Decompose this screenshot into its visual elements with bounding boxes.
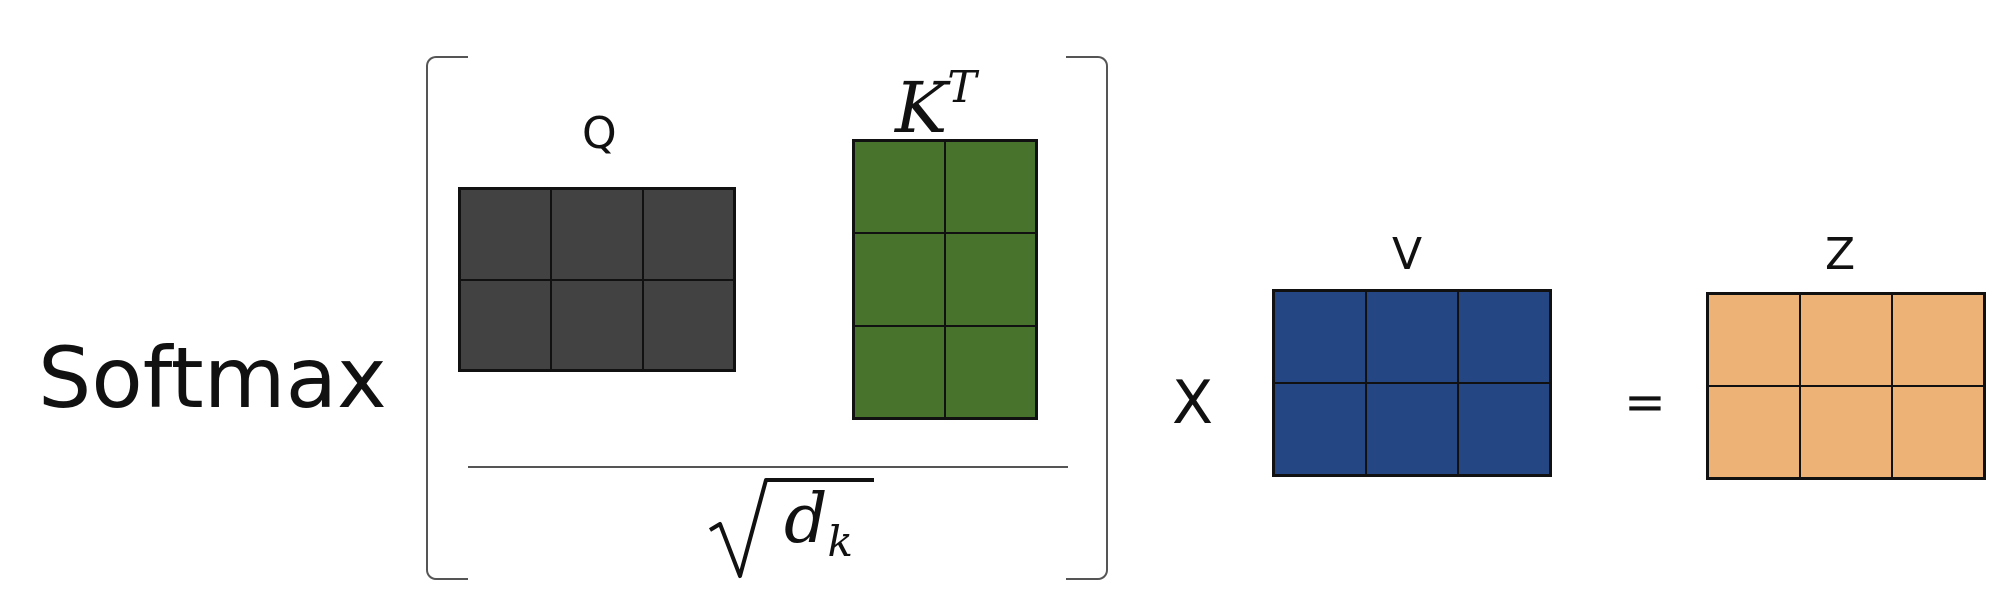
v-matrix-cell [1366,291,1458,383]
v-label: V [1392,229,1423,280]
k-matrix-cell [945,141,1036,234]
kt-matrix [852,139,1038,420]
sqrt-radical-icon [708,478,874,578]
left-bracket [426,56,468,580]
q-matrix-cell [460,279,552,370]
equals-sign: = [1624,373,1666,431]
kt-label: KT [895,48,977,148]
v-matrix-cell [1458,291,1550,383]
fraction-bar [468,466,1068,468]
q-matrix-cell [642,279,734,370]
q-matrix-cell [642,189,734,280]
q-matrix-cell [551,189,643,280]
z-matrix-cell [1800,386,1892,478]
dk-base: d [784,480,828,559]
kt-label-base: K [895,67,948,149]
softmax-label: Softmax [38,329,387,427]
q-label: Q [582,108,617,159]
z-matrix-cell [1708,386,1800,478]
v-matrix [1272,289,1552,477]
z-label: Z [1825,229,1856,280]
z-matrix [1706,292,1986,480]
q-matrix-cell [460,189,552,280]
z-matrix-cell [1892,294,1984,386]
v-matrix-cell [1274,291,1366,383]
z-matrix-cell [1892,386,1984,478]
q-matrix [458,187,736,372]
dk-label: dk [784,482,853,580]
k-matrix-cell [854,325,945,418]
k-matrix-cell [854,141,945,234]
z-matrix-cell [1708,294,1800,386]
sqrt-dk: dk [706,472,886,584]
v-matrix-cell [1458,383,1550,475]
v-matrix-cell [1366,383,1458,475]
right-bracket [1066,56,1108,580]
multiply-sign: X [1172,368,1214,438]
k-matrix-cell [945,325,1036,418]
q-matrix-cell [551,279,643,370]
v-matrix-cell [1274,383,1366,475]
kt-label-sup: T [947,62,977,113]
z-matrix-cell [1800,294,1892,386]
k-matrix-cell [945,233,1036,326]
k-matrix-cell [854,233,945,326]
dk-sub: k [827,517,853,566]
